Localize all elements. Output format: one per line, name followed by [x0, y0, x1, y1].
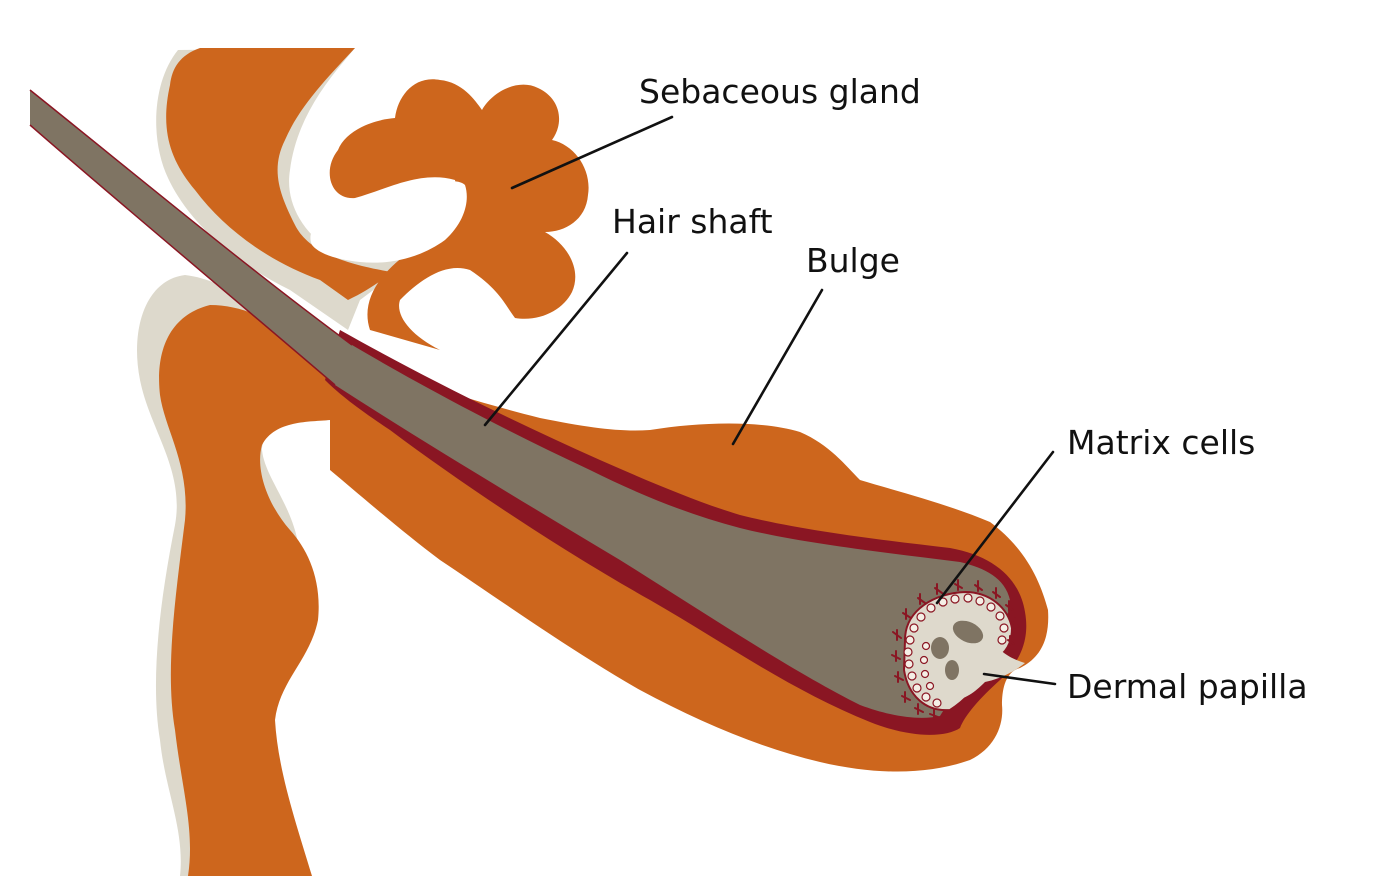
papilla-cell-2	[931, 637, 949, 659]
matrix-cell-dots	[903, 593, 1009, 708]
label-matrix-cells: Matrix cells	[1067, 423, 1255, 462]
label-bulge: Bulge	[806, 241, 900, 280]
dermal-papilla-leader	[982, 672, 1057, 686]
sebaceous-gland-duct	[310, 181, 467, 263]
melanocyte-marks	[891, 579, 1020, 720]
hair-shaft-shape	[30, 90, 1010, 718]
lower-dermis	[159, 305, 330, 876]
bulge-leader	[731, 288, 824, 446]
leader-lines	[483, 115, 1057, 686]
label-sebaceous-gland: Sebaceous gland	[639, 72, 921, 111]
hair-shaft-outline	[29, 89, 353, 386]
papilla-cell-1	[952, 620, 984, 644]
papilla-cell-3	[945, 660, 959, 680]
hair-follicle	[29, 89, 1027, 735]
upper-dermis	[166, 48, 392, 300]
hair-bulb	[891, 579, 1025, 720]
labels: Sebaceous gland Hair shaft Bulge Matrix …	[612, 72, 1308, 706]
matrix-cells-leader	[935, 450, 1055, 605]
label-dermal-papilla: Dermal papilla	[1067, 667, 1308, 706]
hair-shaft-leader	[483, 251, 629, 427]
sebaceous-gland-leader	[510, 115, 674, 190]
label-hair-shaft: Hair shaft	[612, 202, 773, 241]
